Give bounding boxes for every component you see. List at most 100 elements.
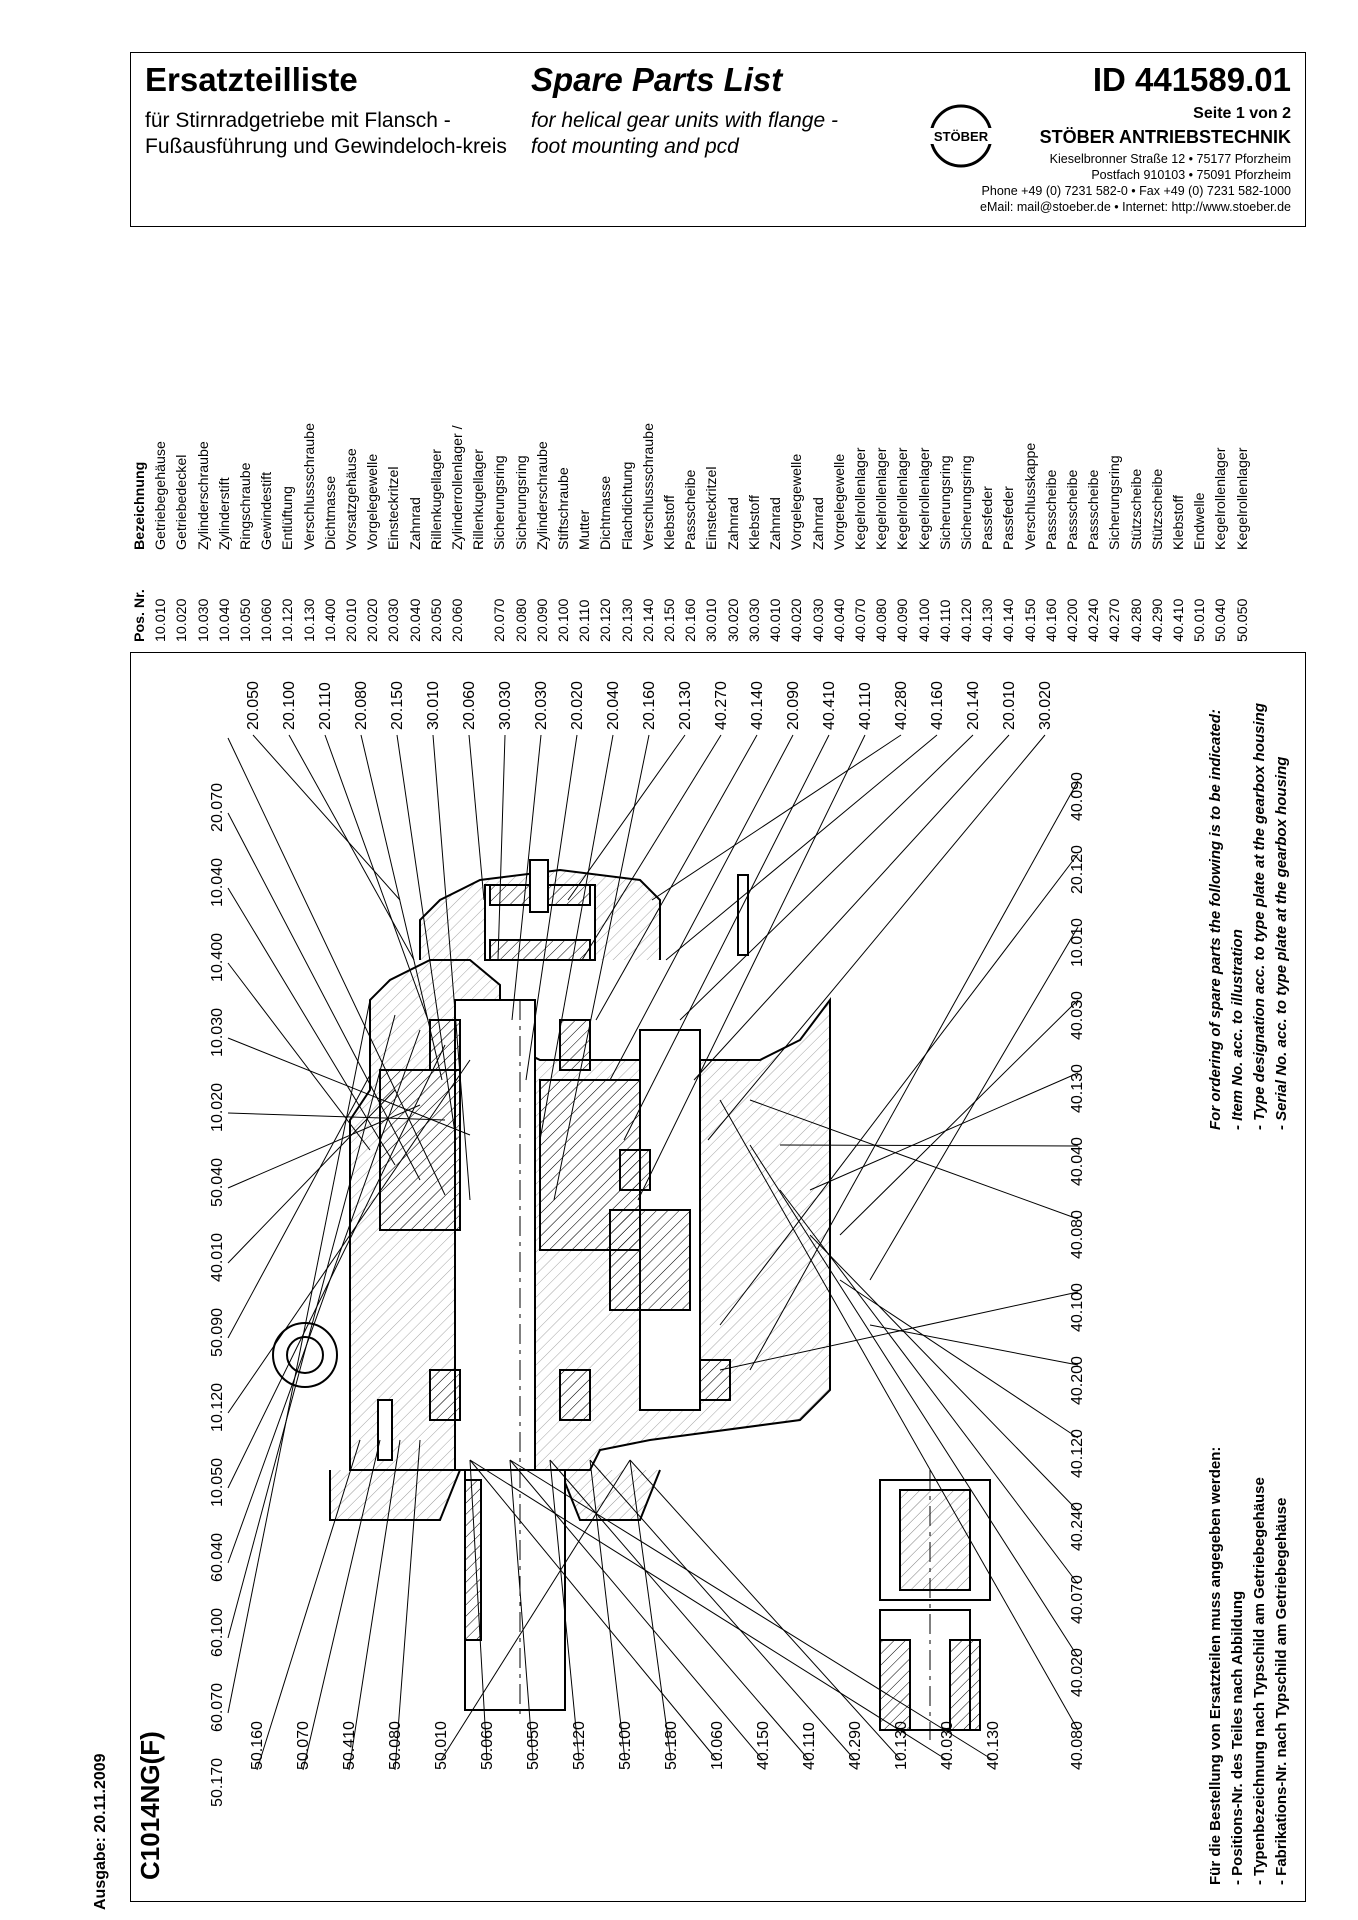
callout-label: 20.050	[245, 681, 262, 730]
callout-label: 20.130	[677, 681, 694, 730]
callout-label: 20.110	[317, 682, 334, 730]
callout-label: 40.280	[893, 681, 910, 730]
leader-line	[227, 737, 446, 1196]
callout-label: 40.100	[1069, 1283, 1086, 1332]
leader-line	[539, 734, 614, 1141]
order-note-de-title: Für die Bestellung von Ersatzteilen muss…	[1207, 1446, 1224, 1885]
leader-line	[509, 1459, 994, 1761]
callout-label: 40.160	[929, 681, 946, 730]
leader-line	[629, 1459, 902, 1761]
leader-line	[589, 1459, 626, 1761]
leader-line	[869, 1324, 1079, 1366]
callout-label: 20.090	[785, 681, 802, 730]
callout-label: 40.030	[1069, 991, 1086, 1040]
callout-label: 40.020	[1069, 1648, 1086, 1697]
order-note-en-line: - Serial No. acc. to type plate at the g…	[1273, 756, 1290, 1130]
leader-line	[581, 734, 722, 961]
page-number: Seite 1 von 2	[1193, 105, 1291, 122]
callout-label: 40.110	[801, 1722, 818, 1770]
leader-line	[256, 1439, 361, 1771]
leader-line	[609, 734, 794, 1081]
callout-label: 40.110	[857, 682, 874, 730]
subtitle-en: for helical gear units with flange - foo…	[531, 109, 838, 158]
leader-line	[589, 1459, 856, 1761]
leader-line	[509, 1459, 534, 1761]
leader-line	[360, 734, 443, 1081]
callout-label: 20.150	[389, 681, 406, 730]
leader-line	[665, 734, 938, 961]
leader-line	[227, 999, 371, 1714]
callout-label: 50.060	[479, 1721, 496, 1770]
leader-line	[809, 1234, 1079, 1512]
leader-line	[227, 962, 371, 1151]
leader-line	[324, 734, 429, 1021]
callout-label: 10.010	[1069, 918, 1086, 967]
leader-line	[693, 734, 1010, 1081]
callout-label: 20.080	[353, 681, 370, 730]
callout-label: 40.270	[713, 681, 730, 730]
leader-line	[497, 734, 506, 961]
callout-label: 60.070	[209, 1683, 226, 1732]
callout-label: 40.200	[1069, 1356, 1086, 1405]
callout-label: 50.040	[209, 1158, 226, 1207]
drawing-frame	[130, 652, 1306, 1902]
callout-label: 20.070	[209, 783, 226, 832]
callout-label: 50.180	[663, 1721, 680, 1770]
leader-line	[779, 1144, 1079, 1147]
order-note-de-line: - Fabrikations-Nr. nach Typschild am Get…	[1273, 1497, 1290, 1885]
callout-label: 50.090	[209, 1308, 226, 1357]
leader-line	[567, 734, 686, 901]
leader-line	[469, 1459, 948, 1761]
callout-label: 50.070	[295, 1721, 312, 1770]
leader-line	[839, 999, 1079, 1236]
leader-line	[749, 1144, 1079, 1658]
callout-label: 40.040	[1069, 1137, 1086, 1186]
order-note-de-line: - Positions-Nr. des Teiles nach Abbildun…	[1229, 1590, 1246, 1885]
address-block: Kieselbronner Straße 12 • 75177 Pforzhei…	[980, 151, 1291, 215]
brand-name: STÖBER ANTRIEBSTECHNIK	[1039, 127, 1291, 147]
address-line: eMail: mail@stoeber.de • Internet: http:…	[980, 200, 1291, 214]
callout-label: 50.050	[525, 1721, 542, 1770]
callout-label: 30.020	[1037, 681, 1054, 730]
callout-label: 10.060	[709, 1721, 726, 1770]
leader-line	[440, 1459, 631, 1761]
leader-line	[509, 1459, 764, 1761]
leader-line	[469, 1459, 488, 1761]
leader-line	[553, 734, 650, 1201]
leader-line	[394, 1439, 421, 1771]
callout-label: 30.030	[497, 681, 514, 730]
order-note-en: For ordering of spare parts the followin…	[1205, 703, 1293, 1130]
subtitle-de: für Stirnradgetriebe mit Flansch - Fußau…	[145, 109, 507, 158]
address-line: Kieselbronner Straße 12 • 75177 Pforzhei…	[1049, 152, 1291, 166]
title-de: Ersatzteilliste	[145, 61, 358, 98]
leader-line	[839, 1279, 1079, 1439]
callout-label: 50.160	[249, 1721, 266, 1770]
leader-lines	[227, 734, 1079, 1771]
leader-line	[227, 1074, 371, 1339]
callout-label: 10.020	[209, 1083, 226, 1132]
callout-label: 10.030	[209, 1008, 226, 1057]
leader-line	[869, 926, 1079, 1281]
leader-line	[749, 1099, 1079, 1220]
callout-labels: 50.17060.07060.10060.04010.05010.12050.0…	[209, 681, 1086, 1807]
callout-label: 40.080	[1069, 1210, 1086, 1259]
callout-label: 10.400	[209, 933, 226, 982]
callout-label: 50.010	[433, 1721, 450, 1770]
callout-label: 20.060	[461, 681, 478, 730]
leader-line	[637, 734, 866, 1201]
callout-label: 40.030	[939, 1721, 956, 1770]
callout-label: 40.080	[1069, 1721, 1086, 1770]
leader-line	[348, 1439, 401, 1771]
leader-line	[396, 734, 457, 1141]
callout-label: 40.090	[1069, 772, 1086, 821]
leader-line	[511, 734, 542, 1021]
callout-label: 50.120	[571, 1721, 588, 1770]
callout-label: 20.030	[533, 681, 550, 730]
callout-label: 20.040	[605, 681, 622, 730]
callout-label: 40.290	[847, 1721, 864, 1770]
leader-line	[623, 734, 830, 1141]
address-line: Phone +49 (0) 7231 582-0 • Fax +49 (0) 7…	[981, 184, 1291, 198]
callout-label: 20.010	[1001, 681, 1018, 730]
logo-text: STÖBER	[934, 129, 989, 144]
leader-line	[469, 1459, 718, 1761]
